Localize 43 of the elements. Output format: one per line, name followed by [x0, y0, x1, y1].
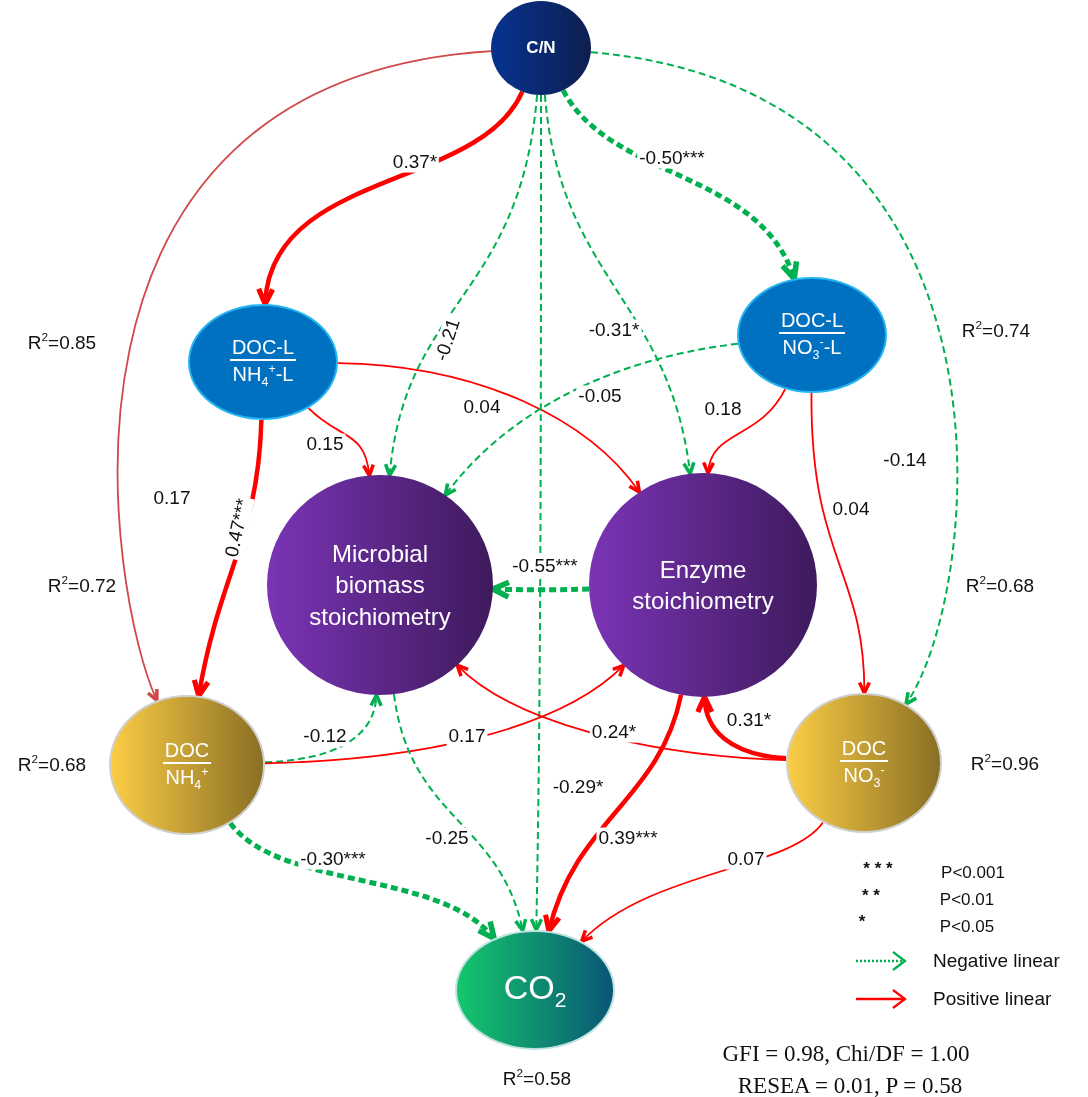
- r-squared-label: R$^{2}$=0.72: [47, 573, 117, 597]
- arrow: [529, 94, 544, 932]
- arrow: [307, 407, 375, 478]
- arrow: [263, 693, 382, 764]
- arrow: [117, 50, 492, 703]
- arrow: [443, 342, 739, 497]
- arrow: [392, 693, 527, 933]
- node-label: C/N: [526, 38, 556, 58]
- significance-stars: *: [858, 912, 866, 932]
- significance-stars: * *: [862, 886, 880, 906]
- r-squared-label: R$^{2}$=0.74: [961, 318, 1031, 342]
- p-value-label: P<0.001: [941, 863, 1005, 883]
- node-label: DOC-L: [778, 308, 846, 334]
- legend-label: Negative linear: [933, 950, 1060, 972]
- arrow: [264, 663, 626, 765]
- r-squared-label: R$^{2}$=0.58: [502, 1066, 572, 1090]
- node-label: CO$_{2}$: [503, 968, 567, 1012]
- node-label: Enzyme stoichiometry: [631, 554, 775, 616]
- arrow: [543, 93, 696, 476]
- fit-statistics: RESEA = 0.01, P = 0.58: [737, 1073, 963, 1097]
- node-label: DOC: [839, 736, 889, 762]
- node-label: NO$_{3}$$^{-}$-L: [781, 334, 843, 362]
- fit-statistics: GFI = 0.98, Chi/DF = 1.00: [722, 1041, 970, 1067]
- r-squared-label: R$^{2}$=0.85: [27, 330, 97, 354]
- r-squared-label: R$^{2}$=0.68: [17, 752, 87, 776]
- r-squared-label: R$^{2}$=0.68: [965, 573, 1035, 597]
- significance-stars: * * *: [863, 859, 893, 879]
- edge-label: -0.55***: [510, 555, 580, 577]
- legend-label: Positive linear: [933, 988, 1052, 1010]
- arrow: [589, 51, 958, 706]
- p-value-label: P<0.01: [939, 890, 995, 910]
- p-value-label: P<0.05: [939, 917, 995, 937]
- arrow: [384, 93, 539, 478]
- node-label: DOC: [162, 738, 212, 764]
- node-label: NH$_{4}$$^{+}$-L: [231, 361, 295, 389]
- node-label: Microbial biomass stoichiometry: [308, 539, 452, 632]
- arrow: [696, 694, 787, 761]
- arrow: [810, 392, 871, 695]
- node-label: DOC-L: [229, 335, 297, 361]
- r-squared-label: R$^{2}$=0.96: [970, 751, 1040, 775]
- arrow: [337, 362, 642, 494]
- arrow: [228, 821, 497, 942]
- arrow: [258, 90, 525, 307]
